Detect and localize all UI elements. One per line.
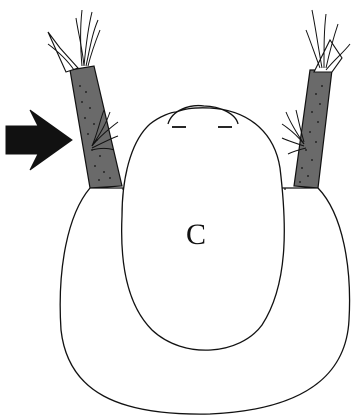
- pointer-arrow: [6, 110, 72, 170]
- center-label: C: [186, 220, 206, 250]
- right-appendage: [282, 10, 350, 188]
- left-appendage: [48, 10, 122, 188]
- left-appendage-shaft: [70, 66, 122, 188]
- left-appendage-tip: [48, 32, 78, 72]
- right-appendage-shaft: [294, 70, 332, 188]
